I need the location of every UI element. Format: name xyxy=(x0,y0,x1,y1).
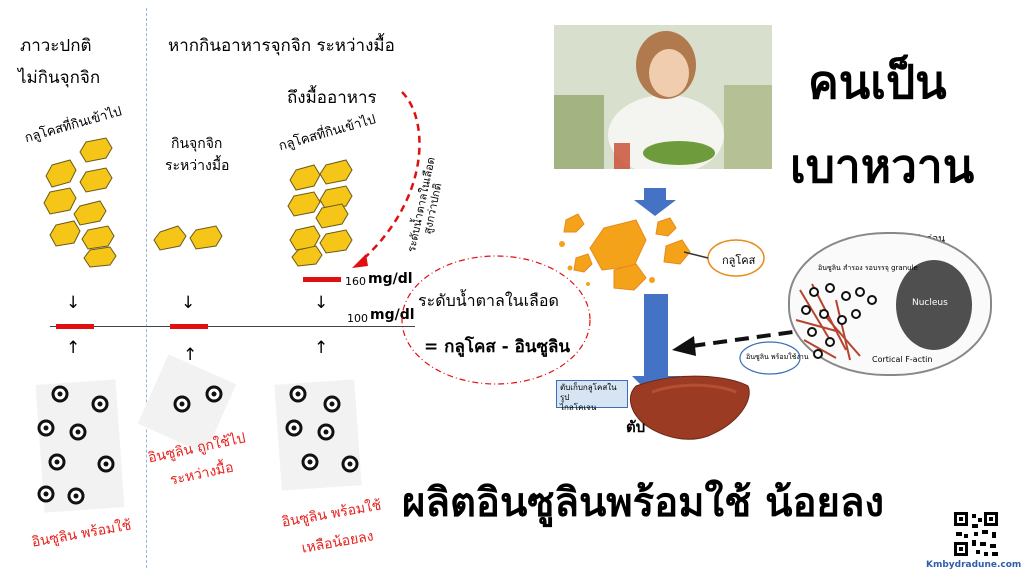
level-bar-normal xyxy=(56,324,94,329)
nucleus-label: Nucleus xyxy=(912,298,948,308)
glucose-hexagon xyxy=(49,220,81,247)
actin-label: Cortical F-actin xyxy=(872,355,933,364)
website-label: Kmbydradune.com xyxy=(926,560,1022,570)
header-normal-line2: ไม่กินจุกจิก xyxy=(18,68,101,88)
rising-arrow-path xyxy=(359,91,421,263)
header-snacking: หากกินอาหารจุกจิก ระหว่างมื้อ xyxy=(168,36,395,56)
right-diagram xyxy=(559,188,837,440)
glucose-hexagon xyxy=(291,245,323,267)
insulin-ready-small: อินซูลิน พร้อมใช้งาน xyxy=(746,353,809,361)
header-meal: ถึงมื้ออาหาร xyxy=(287,88,377,108)
label-insulin-ready: อินซูลิน พร้อมใช้ xyxy=(30,517,133,551)
column-separator xyxy=(146,8,147,568)
qr-code-icon xyxy=(952,510,1000,558)
glucose-tag-label: กลูโคส xyxy=(722,254,756,267)
cell-granules xyxy=(795,283,877,361)
glucose-hexagon xyxy=(315,203,349,229)
equation-title: ระดับน้ำตาลในเลือด xyxy=(418,291,559,310)
up-arrow-icon: ↑ xyxy=(183,345,198,365)
glucose-hexagon xyxy=(153,225,187,251)
title-line2: เบาหวาน xyxy=(790,139,975,193)
eating-photo xyxy=(554,25,772,169)
glucose-hexagon xyxy=(79,167,113,193)
glucose-hexagon xyxy=(79,137,113,163)
liver-store-line2: ไกลโคเจน xyxy=(560,403,597,412)
down-arrow-icon: ↓ xyxy=(181,293,196,313)
header-normal-line1: ภาวะปกติ xyxy=(20,36,92,56)
liver-store-box: ตับเก็บกลูโคสในรูป ไกลโคเจน xyxy=(556,380,628,412)
glucose-hexagon xyxy=(81,225,115,250)
glucose-hexagon xyxy=(45,159,77,188)
glucose-hexagon xyxy=(319,159,353,185)
up-arrow-icon: ↑ xyxy=(314,338,329,358)
level-100-number: 100 xyxy=(347,312,368,325)
glucose-hexagon xyxy=(83,246,117,268)
title-line1: คนเป็น xyxy=(808,55,947,109)
level-160-bar xyxy=(303,277,341,282)
bottom-headline: ผลิตอินซูลินพร้อมใช้ น้อยลง xyxy=(402,480,884,526)
glucose-shapes xyxy=(43,91,421,268)
granule-label: อินซูลิน สำรอง รอบรรจุ granule xyxy=(818,264,918,272)
liver-label: ตับ xyxy=(626,418,646,436)
glucose-hexagon xyxy=(43,187,77,215)
glucose-hexagon xyxy=(189,225,223,250)
label-snack-line2: ระหว่างมื้อ xyxy=(165,158,230,174)
level-160-number: 160 xyxy=(345,275,366,288)
liver-store-line1: ตับเก็บกลูโคสในรูป xyxy=(560,383,617,402)
down-arrow-icon: ↓ xyxy=(66,293,81,313)
nucleus xyxy=(896,260,972,350)
equation-circle xyxy=(401,255,591,385)
label-snack-line1: กินจุกจิก xyxy=(171,136,223,152)
glucose-hexagon xyxy=(319,185,353,211)
level-bar-snack xyxy=(170,324,208,329)
rising-arrow-head xyxy=(352,254,368,268)
equation-text: = กลูโคส - อินซูลิน xyxy=(424,337,571,357)
baseline-line xyxy=(50,326,415,327)
label-insulin-left-line2: เหลือน้อยลง xyxy=(300,528,375,557)
glucose-hexagon xyxy=(319,229,353,254)
glucose-hexagon xyxy=(289,164,321,191)
up-arrow-icon: ↑ xyxy=(66,338,81,358)
down-arrow-icon: ↓ xyxy=(314,293,329,313)
glucose-hexagon xyxy=(287,191,321,217)
insulin-granules xyxy=(37,385,359,505)
glucose-hexagon xyxy=(73,200,107,226)
level-160-unit: mg/dl xyxy=(368,271,413,287)
level-100-unit: mg/dl xyxy=(370,307,415,323)
